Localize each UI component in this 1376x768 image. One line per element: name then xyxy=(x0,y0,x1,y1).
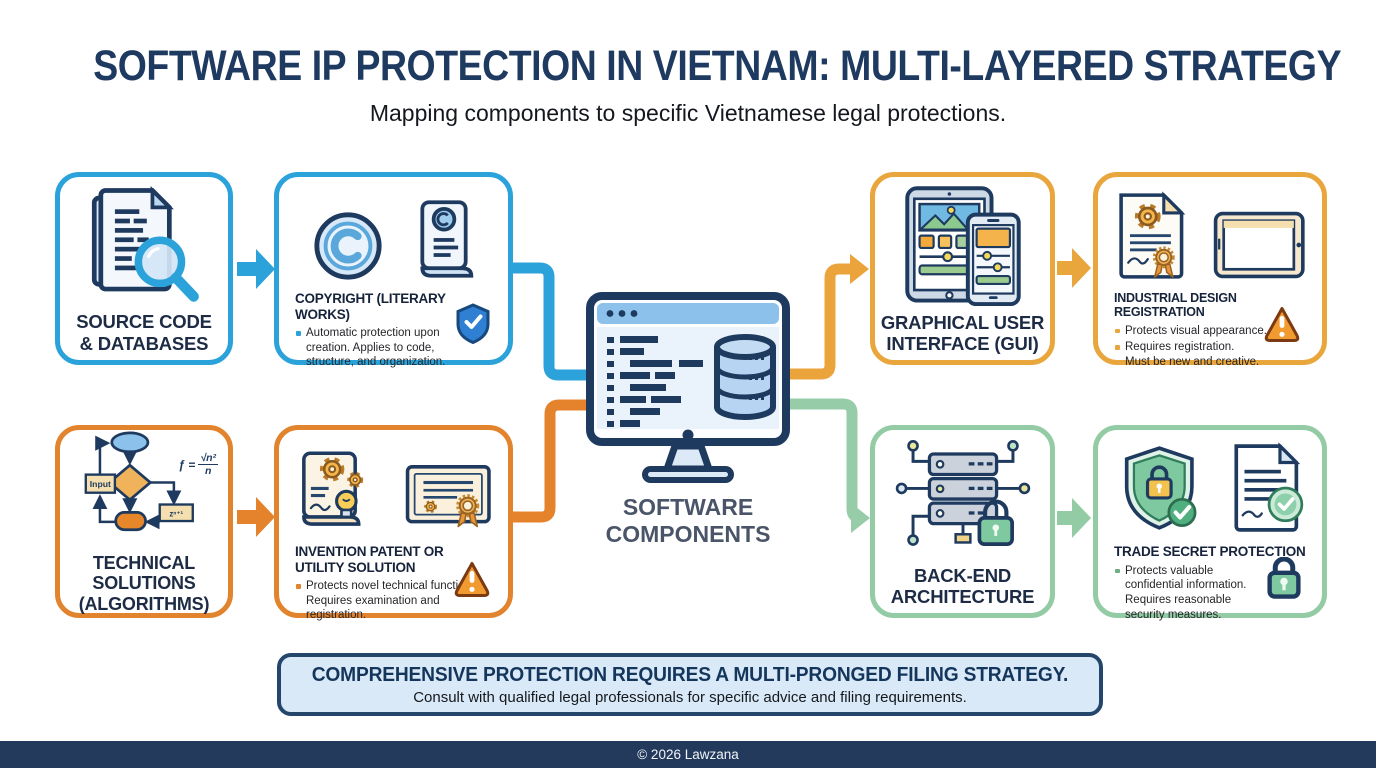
protection-box-copyright: COPYRIGHT (LITERARY WORKS) Automatic pro… xyxy=(274,172,513,368)
arrowhead-green-icon xyxy=(851,503,870,533)
monitor-code-database-icon xyxy=(586,292,790,483)
footer-bar: © 2026 Lawzana xyxy=(0,741,1376,768)
document-check-icon xyxy=(1234,442,1303,532)
protection-heading: INDUSTRIAL DESIGN REGISTRATION xyxy=(1114,291,1237,320)
disclaimer-banner: COMPREHENSIVE PROTECTION REQUIRES A MULT… xyxy=(277,653,1103,716)
component-box-backend: BACK-END ARCHITECTURE xyxy=(870,425,1055,618)
component-label: TECHNICAL SOLUTIONS (ALGORITHMS) xyxy=(78,552,210,614)
page-title: SOFTWARE IP PROTECTION IN VIETNAM: MULTI… xyxy=(93,42,1342,90)
component-label: SOURCE CODE & DATABASES xyxy=(76,311,212,354)
server-stack-padlock-icon xyxy=(895,440,1030,546)
bullet-item: Automatic protection upon creation. Appl… xyxy=(295,326,455,370)
arrowhead-amber-icon xyxy=(850,254,869,284)
connector-blue xyxy=(511,262,586,381)
protection-box-industrial-design: INDUSTRIAL DESIGN REGISTRATION Protects … xyxy=(1093,172,1327,368)
protection-bullets: Protects visual appearance. Requires reg… xyxy=(1114,324,1274,370)
protection-bullets: Automatic protection upon creation. Appl… xyxy=(295,326,455,370)
design-certificate-icon xyxy=(1119,191,1186,279)
arrow-orange-icon xyxy=(237,497,275,537)
component-label: GRAPHICAL USER INTERFACE (GUI) xyxy=(880,311,1045,354)
warning-triangle-icon xyxy=(1264,307,1300,342)
padlock-icon xyxy=(1264,557,1304,599)
certificate-seal-icon xyxy=(405,465,491,529)
protection-box-trade-secret: TRADE SECRET PROTECTION Protects valuabl… xyxy=(1093,425,1327,621)
tablet-landscape-icon xyxy=(1213,211,1305,279)
flowchart-step-label: zⁿ⁺¹ xyxy=(169,509,183,518)
protection-bullets: Protects valuable confidential informati… xyxy=(1114,564,1266,623)
document-magnifier-icon xyxy=(91,186,199,303)
arrow-amber-icon xyxy=(1057,248,1091,288)
component-box-gui: GRAPHICAL USER INTERFACE (GUI) xyxy=(870,172,1055,365)
arrow-green-icon xyxy=(1057,498,1091,538)
footer-copyright: © 2026 Lawzana xyxy=(637,747,739,762)
copyright-scroll-icon xyxy=(419,200,473,278)
banner-subtext: Consult with qualified legal professiona… xyxy=(413,688,967,706)
connector-amber xyxy=(790,263,851,380)
tablet-phone-icon xyxy=(904,186,1021,306)
component-box-source-code: SOURCE CODE & DATABASES xyxy=(55,172,233,365)
protection-heading: TRADE SECRET PROTECTION xyxy=(1114,544,1306,559)
page-subtitle: Mapping components to specific Vietnames… xyxy=(369,100,1007,126)
arrow-blue-icon xyxy=(237,249,275,289)
center-label: SOFTWARE COMPONENTS xyxy=(605,494,771,547)
banner-heading: COMPREHENSIVE PROTECTION REQUIRES A MULT… xyxy=(311,663,1069,686)
flowchart-input-label: Input xyxy=(90,479,111,489)
bullet-item: Protects valuable confidential informati… xyxy=(1114,564,1266,623)
protection-box-invention-patent: INVENTION PATENT OR UTILITY SOLUTION Pro… xyxy=(274,425,513,621)
warning-triangle-icon xyxy=(454,562,490,597)
bullet-item: Protects visual appearance. xyxy=(1114,324,1274,339)
shield-check-icon xyxy=(456,303,490,345)
protection-heading: COPYRIGHT (LITERARY WORKS) xyxy=(295,291,446,322)
flowchart-icon: Input zⁿ⁺¹ xyxy=(84,431,194,531)
bullet-item: Requires registration. Must be new and c… xyxy=(1114,340,1274,369)
patent-scroll-icon xyxy=(302,451,364,526)
shield-lock-check-icon xyxy=(1124,446,1205,530)
copyright-symbol-icon xyxy=(313,212,382,280)
protection-heading: INVENTION PATENT OR UTILITY SOLUTION xyxy=(295,544,444,575)
component-label: BACK-END ARCHITECTURE xyxy=(890,564,1035,607)
